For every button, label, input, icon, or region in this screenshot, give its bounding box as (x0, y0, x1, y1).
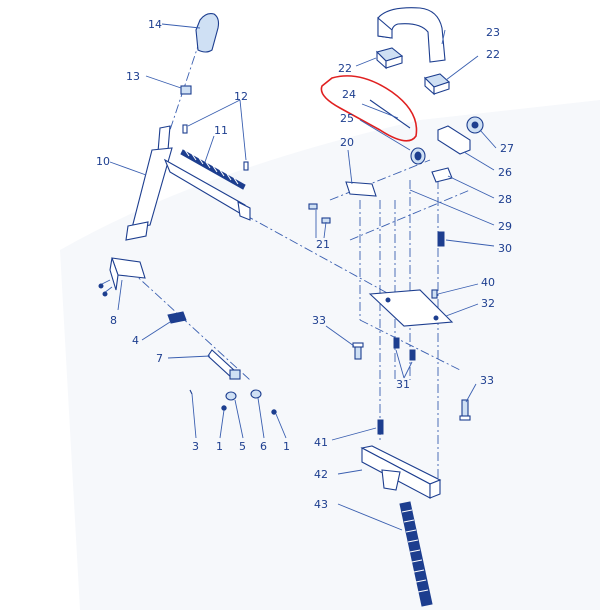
label-6: 6 (260, 440, 267, 453)
label-24: 24 (342, 88, 356, 101)
label-28: 28 (498, 193, 512, 206)
leader-lines (109, 23, 497, 531)
plate-32 (368, 289, 454, 327)
block-22b (423, 73, 451, 96)
pin-3 (189, 389, 193, 395)
background-shade (60, 100, 600, 610)
block-22a (375, 47, 404, 70)
label-25: 25 (340, 112, 354, 125)
label-1a: 1 (216, 440, 223, 453)
label-26: 26 (498, 166, 512, 179)
ball-1 (221, 405, 227, 411)
label-41: 41 (314, 436, 328, 449)
label-3: 3 (192, 440, 199, 453)
part-labels: 14 13 12 11 10 8 4 7 3 1 5 6 1 23 22 22 … (96, 18, 514, 511)
handle-23 (377, 7, 446, 63)
label-11: 11 (214, 124, 228, 137)
label-22b: 22 (486, 48, 500, 61)
bushing-6 (250, 389, 262, 399)
label-33a: 33 (312, 314, 326, 327)
block-20 (345, 181, 377, 197)
rod-31a (393, 337, 400, 349)
pin-12a (182, 124, 188, 134)
label-8: 8 (110, 314, 117, 327)
spring-43 (399, 501, 433, 607)
bracket-8 (98, 257, 146, 297)
knob-27 (466, 116, 484, 134)
label-4: 4 (132, 334, 139, 347)
label-31: 31 (396, 378, 410, 391)
label-21: 21 (316, 238, 330, 251)
spring-30 (437, 231, 445, 247)
screw-41 (377, 419, 384, 435)
rod-31b (409, 349, 416, 361)
label-20: 20 (340, 136, 354, 149)
label-29: 29 (498, 220, 512, 233)
base-42 (360, 445, 442, 499)
highlight-circle (320, 75, 418, 142)
label-33b: 33 (480, 374, 494, 387)
ball-1b (271, 409, 277, 415)
label-43: 43 (314, 498, 328, 511)
label-13: 13 (126, 70, 140, 83)
bolt-33a (352, 342, 364, 360)
label-27: 27 (500, 142, 514, 155)
label-1b: 1 (283, 440, 290, 453)
lever-arm-10 (125, 125, 251, 241)
label-5: 5 (239, 440, 246, 453)
block-26 (437, 125, 471, 155)
label-7: 7 (156, 352, 163, 365)
gear-25 (410, 147, 426, 165)
label-23: 23 (486, 26, 500, 39)
label-32: 32 (481, 297, 495, 310)
knob-14 (195, 13, 220, 53)
screw-21a (308, 203, 318, 210)
label-42: 42 (314, 468, 328, 481)
shaft-7 (207, 349, 241, 380)
spring-11 (180, 149, 246, 190)
bolt-33b (459, 399, 471, 421)
label-30: 30 (498, 242, 512, 255)
pin-12b (243, 161, 249, 171)
label-14: 14 (148, 18, 162, 31)
spring-4 (167, 311, 187, 324)
pin-24 (369, 99, 411, 129)
bushing-5 (225, 391, 237, 401)
nut-13 (180, 85, 192, 95)
screw-40 (431, 289, 438, 299)
label-40: 40 (481, 276, 495, 289)
label-12: 12 (234, 90, 248, 103)
label-22a: 22 (338, 62, 352, 75)
label-10: 10 (96, 155, 110, 168)
